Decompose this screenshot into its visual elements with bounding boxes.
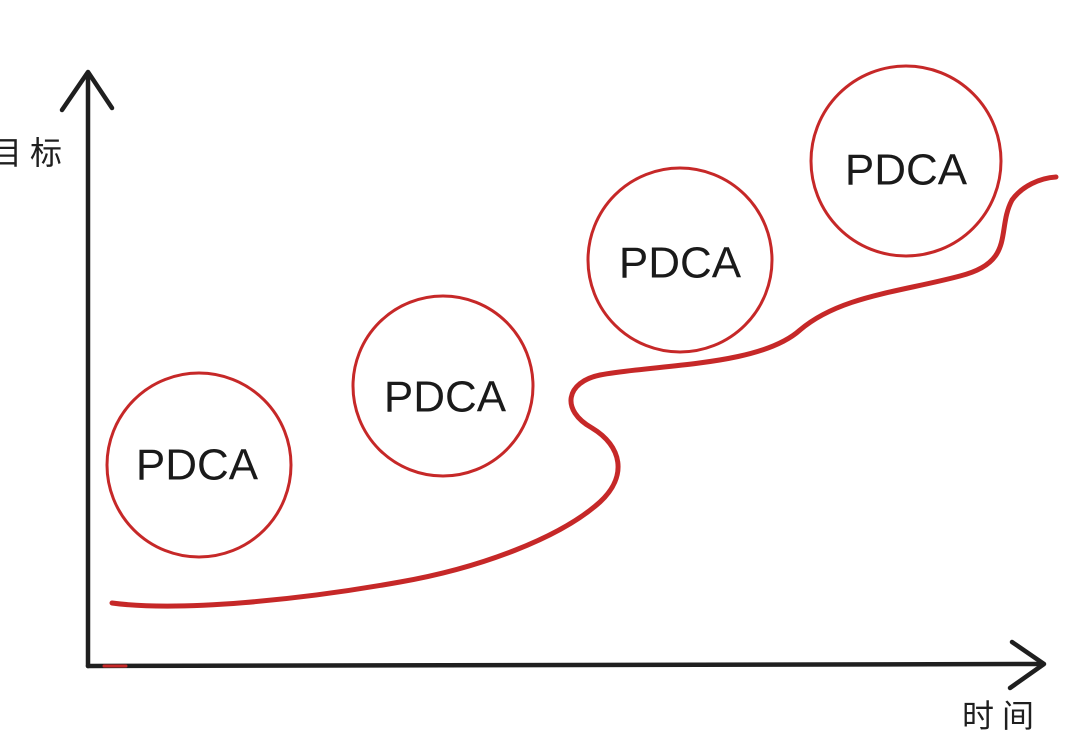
pdca-cycle-2: PDCA bbox=[351, 294, 535, 478]
growth-curve bbox=[109, 174, 1059, 609]
pdca-circle-4 bbox=[809, 64, 1003, 258]
x-axis-label: 时间 bbox=[962, 697, 1042, 735]
y-axis-arrowhead bbox=[59, 69, 115, 113]
pdca-cycle-1: PDCA bbox=[105, 371, 293, 559]
pdca-label-1: PDCA bbox=[136, 441, 259, 490]
pdca-cycle-4: PDCA bbox=[809, 64, 1003, 258]
x-axis bbox=[85, 661, 1043, 669]
x-axis-arrowhead bbox=[1007, 639, 1047, 691]
pdca-label-2: PDCA bbox=[384, 373, 507, 422]
pdca-label-3: PDCA bbox=[619, 239, 742, 288]
pdca-circle-3 bbox=[586, 166, 774, 354]
pdca-cycle-3: PDCA bbox=[586, 166, 774, 354]
pdca-label-4: PDCA bbox=[845, 146, 968, 195]
pdca-circle-1 bbox=[105, 371, 293, 559]
pdca-circle-2 bbox=[351, 294, 535, 478]
y-axis-label: 目标 bbox=[0, 134, 70, 172]
